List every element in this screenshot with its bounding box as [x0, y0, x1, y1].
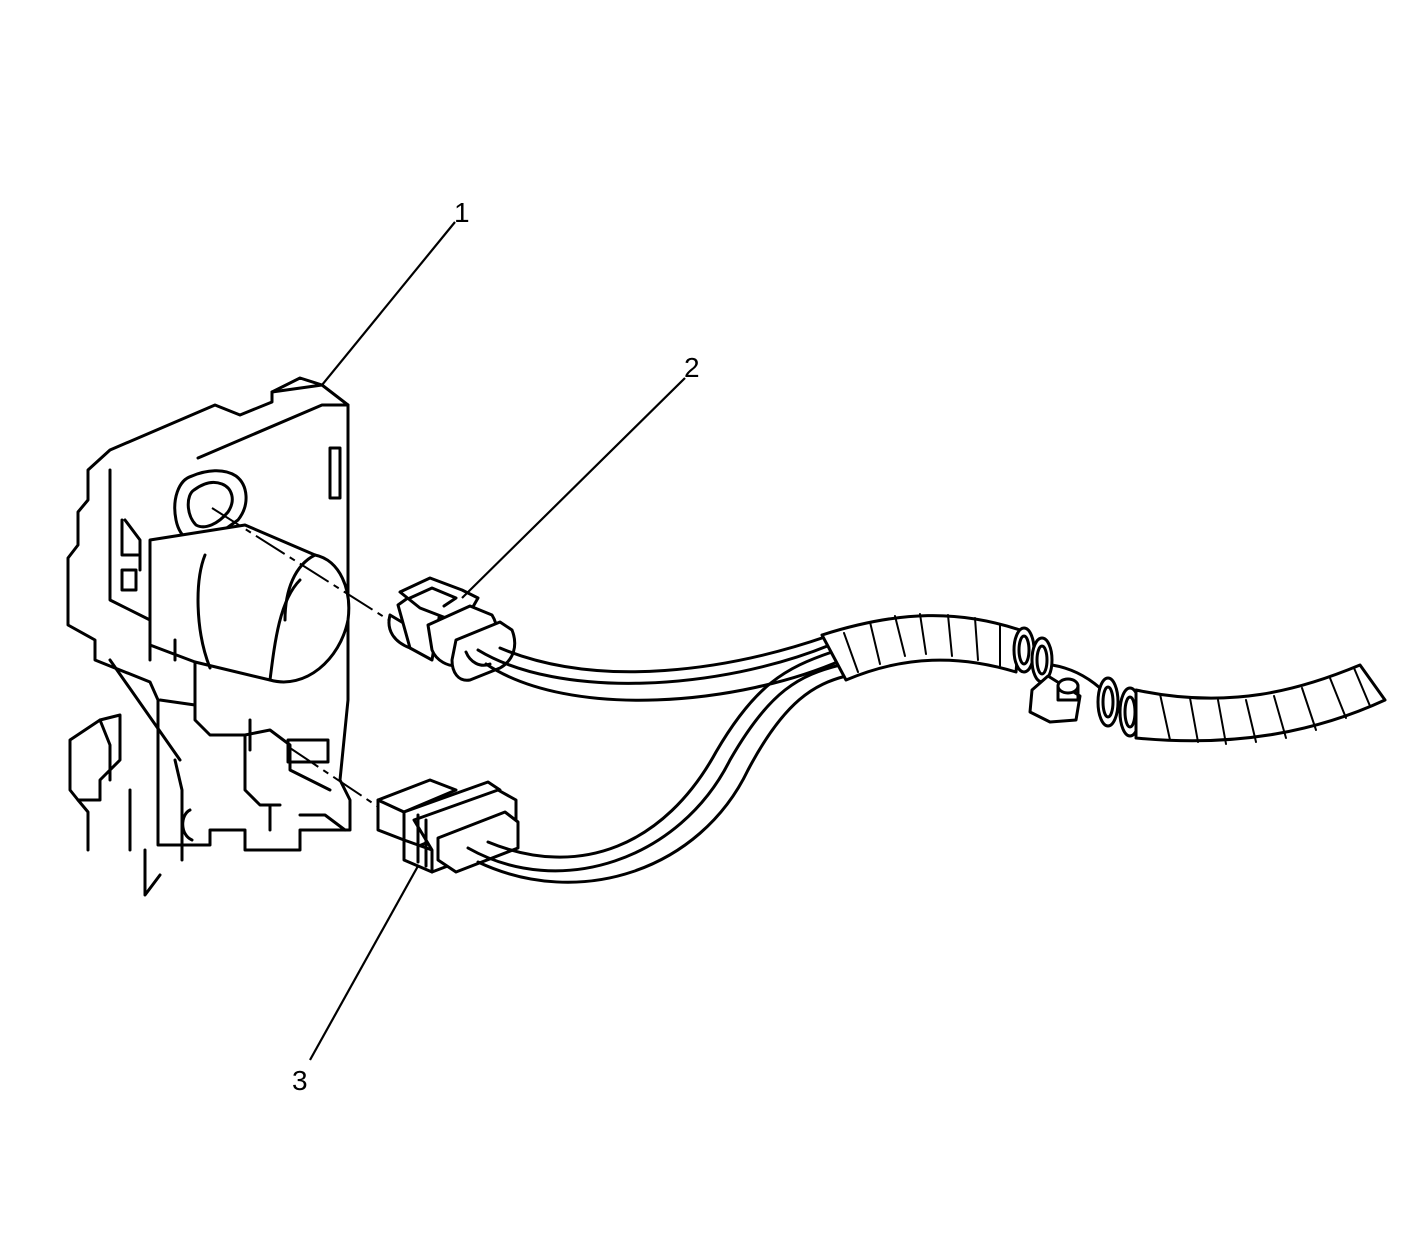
upper-connector	[387, 576, 517, 682]
callout-label-1: 1	[454, 197, 470, 228]
wiring-harness	[466, 613, 1387, 884]
alignment-line-lower	[289, 747, 381, 809]
alignment-line-upper	[211, 507, 393, 623]
callout-label-3: 3	[292, 1065, 308, 1096]
leader-line-2	[461, 377, 686, 599]
callout-label-2: 2	[684, 352, 700, 383]
module-housing	[66, 376, 352, 897]
leader-line-3	[309, 865, 419, 1061]
leader-line-1	[321, 221, 456, 386]
lower-connector	[376, 778, 520, 874]
